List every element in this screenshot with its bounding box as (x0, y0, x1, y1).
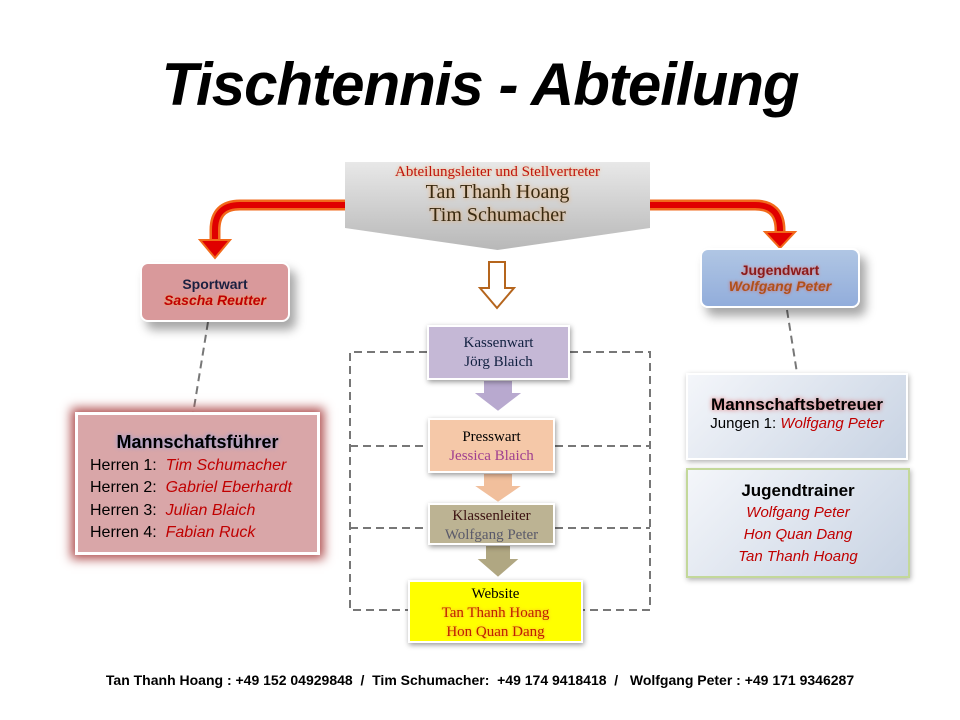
klassenleiter-box: Klassenleiter Wolfgang Peter (428, 503, 555, 545)
betreuer-name: Wolfgang Peter (780, 415, 884, 432)
sportwart-name: Sascha Reutter (164, 292, 266, 308)
klassenleiter-name: Wolfgang Peter (444, 527, 539, 543)
captain-name: Fabian Ruck (165, 524, 256, 541)
team-label: Jungen 1: (710, 415, 777, 432)
contact-footer: Tan Thanh Hoang : +49 152 04929848 / Tim… (105, 672, 855, 688)
list-item: Herren 1: Tim Schumacher (90, 455, 317, 478)
trainer-name: Tan Thanh Hoang (738, 548, 858, 565)
lead-role: Abteilungsleiter und Stellvertreter (395, 164, 600, 180)
arrow-to-sportwart (209, 199, 345, 240)
kassenwart-box: Kassenwart Jörg Blaich (427, 325, 570, 380)
jugendwart-name: Wolfgang Peter (728, 278, 832, 294)
lead-name: Tim Schumacher (429, 204, 566, 226)
presswart-box: Presswart Jessica Blaich (428, 418, 555, 473)
website-role: Website (471, 586, 520, 602)
page-title: Tischtennis - Abteilung (161, 51, 799, 118)
jugendtrainer-heading: Jugendtrainer (741, 481, 855, 500)
jugendtrainer-box: Jugendtrainer Wolfgang Peter Hon Quan Da… (686, 468, 910, 578)
lead-name: Tan Thanh Hoang (425, 181, 570, 203)
presswart-name: Jessica Blaich (449, 448, 534, 464)
website-name: Hon Quan Dang (446, 624, 545, 640)
trainer-name: Wolfgang Peter (746, 504, 850, 521)
trainer-name: Hon Quan Dang (743, 526, 853, 543)
sportwart-role: Sportwart (182, 276, 248, 292)
team-label: Herren 2: (90, 479, 157, 496)
lead-box: Abteilungsleiter und Stellvertreter Tan … (345, 162, 650, 250)
list-item: Herren 3: Julian Blaich (90, 500, 317, 523)
klassenleiter-role: Klassenleiter (452, 508, 531, 524)
sportwart-box: Sportwart Sascha Reutter (140, 262, 290, 322)
presswart-role: Presswart (462, 429, 521, 445)
mannschaftsfuehrer-heading: Mannschaftsführer (116, 432, 279, 452)
team-label: Herren 1: (90, 456, 157, 474)
list-item: Herren 4: Fabian Ruck (90, 522, 317, 545)
team-label: Herren 4: (90, 524, 157, 541)
team-label: Herren 3: (90, 501, 157, 519)
jugendwart-box: Jugendwart Wolfgang Peter (700, 248, 860, 308)
list-item: Herren 2: Gabriel Eberhardt (90, 477, 317, 500)
hollow-down-arrow (477, 261, 517, 310)
website-box: Website Tan Thanh Hoang Hon Quan Dang (408, 580, 583, 643)
captain-name: Julian Blaich (165, 501, 256, 519)
website-name: Tan Thanh Hoang (441, 605, 550, 621)
jugendwart-role: Jugendwart (740, 262, 820, 278)
captain-name: Tim Schumacher (165, 456, 287, 474)
captain-name: Gabriel Eberhardt (165, 479, 292, 496)
kassenwart-name: Jörg Blaich (464, 354, 533, 370)
mannschaftsbetreuer-heading: Mannschaftsbetreuer (711, 395, 883, 414)
kassenwart-role: Kassenwart (463, 335, 534, 351)
mannschaftsbetreuer-box: Mannschaftsbetreuer Jungen 1: Wolfgang P… (686, 373, 908, 460)
arrow-to-jugendwart (650, 199, 786, 232)
mannschaftsfuehrer-box: Mannschaftsführer Herren 1: Tim Schumach… (75, 412, 320, 555)
